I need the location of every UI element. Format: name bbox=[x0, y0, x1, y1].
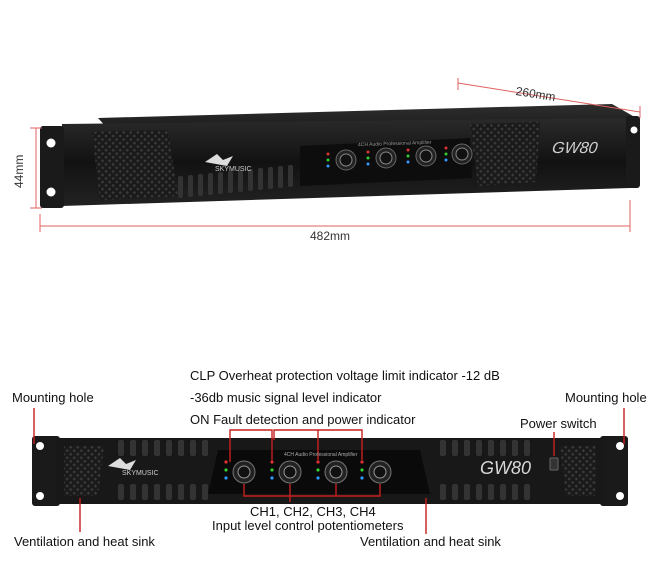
mount-hole-icon bbox=[46, 187, 56, 197]
knob-icon bbox=[335, 149, 357, 171]
power-switch-icon[interactable] bbox=[549, 457, 559, 471]
brand-label-front: SKYMUSIC bbox=[122, 470, 159, 477]
mount-hole-icon bbox=[616, 442, 624, 450]
dimension-width-label: 482mm bbox=[310, 229, 351, 243]
vent-grille-icon bbox=[560, 446, 596, 496]
knob-icon bbox=[375, 147, 397, 169]
callout-signal-level: -36db music signal level indicator bbox=[190, 390, 382, 405]
control-panel bbox=[208, 450, 430, 494]
callout-power-switch: Power switch bbox=[520, 416, 597, 431]
amp-3d-view bbox=[40, 104, 640, 208]
knob-icon bbox=[278, 460, 302, 484]
dimension-height-label: 44mm bbox=[12, 154, 26, 188]
rack-ear-left bbox=[32, 436, 60, 506]
mount-hole-icon bbox=[46, 138, 56, 148]
knob-icon bbox=[368, 460, 392, 484]
callout-vent-left: Ventilation and heat sink bbox=[14, 534, 155, 549]
amp-front-view bbox=[32, 436, 628, 506]
callout-on-indicator: ON Fault detection and power indicator bbox=[190, 412, 416, 427]
brand-logo bbox=[205, 154, 233, 166]
heat-sink-slats-icon bbox=[178, 165, 293, 198]
model-label-front: GW80 bbox=[480, 458, 532, 478]
callout-clp: CLP Overheat protection voltage limit in… bbox=[190, 368, 500, 383]
heat-sink-slats-icon bbox=[118, 440, 530, 500]
knob-icon bbox=[324, 460, 348, 484]
mount-hole-icon bbox=[616, 492, 624, 500]
callout-channels: CH1, CH2, CH3, CH4 bbox=[250, 504, 376, 519]
brand-logo bbox=[108, 458, 136, 470]
callout-vent-right: Ventilation and heat sink bbox=[360, 534, 501, 549]
callout-input-level: Input level control potentiometers bbox=[212, 518, 404, 533]
dimension-lines bbox=[30, 78, 641, 232]
vent-grille-icon bbox=[92, 130, 178, 200]
callout-lines bbox=[33, 408, 625, 534]
led-indicators-icon bbox=[326, 146, 448, 168]
panel-caption-front: 4CH Audio Professional Amplifier bbox=[284, 452, 358, 458]
knob-icon bbox=[415, 145, 437, 167]
brand-label-top: SKYMUSIC bbox=[215, 166, 252, 173]
vent-grille-icon bbox=[64, 446, 104, 496]
rack-ear-right bbox=[626, 116, 640, 188]
knob-icon bbox=[232, 460, 256, 484]
callout-mounting-hole-left: Mounting hole bbox=[12, 390, 94, 405]
callout-mounting-hole-right: Mounting hole bbox=[565, 390, 647, 405]
vent-grille-icon bbox=[470, 122, 540, 186]
led-indicators-icon bbox=[224, 460, 364, 480]
rack-ear-left bbox=[40, 126, 64, 208]
rack-ear-right bbox=[600, 436, 628, 506]
model-label-top: GW80 bbox=[550, 140, 599, 157]
mount-hole-icon bbox=[630, 126, 638, 134]
mount-hole-icon bbox=[36, 492, 44, 500]
knob-icon bbox=[451, 143, 473, 165]
mount-hole-icon bbox=[36, 442, 44, 450]
